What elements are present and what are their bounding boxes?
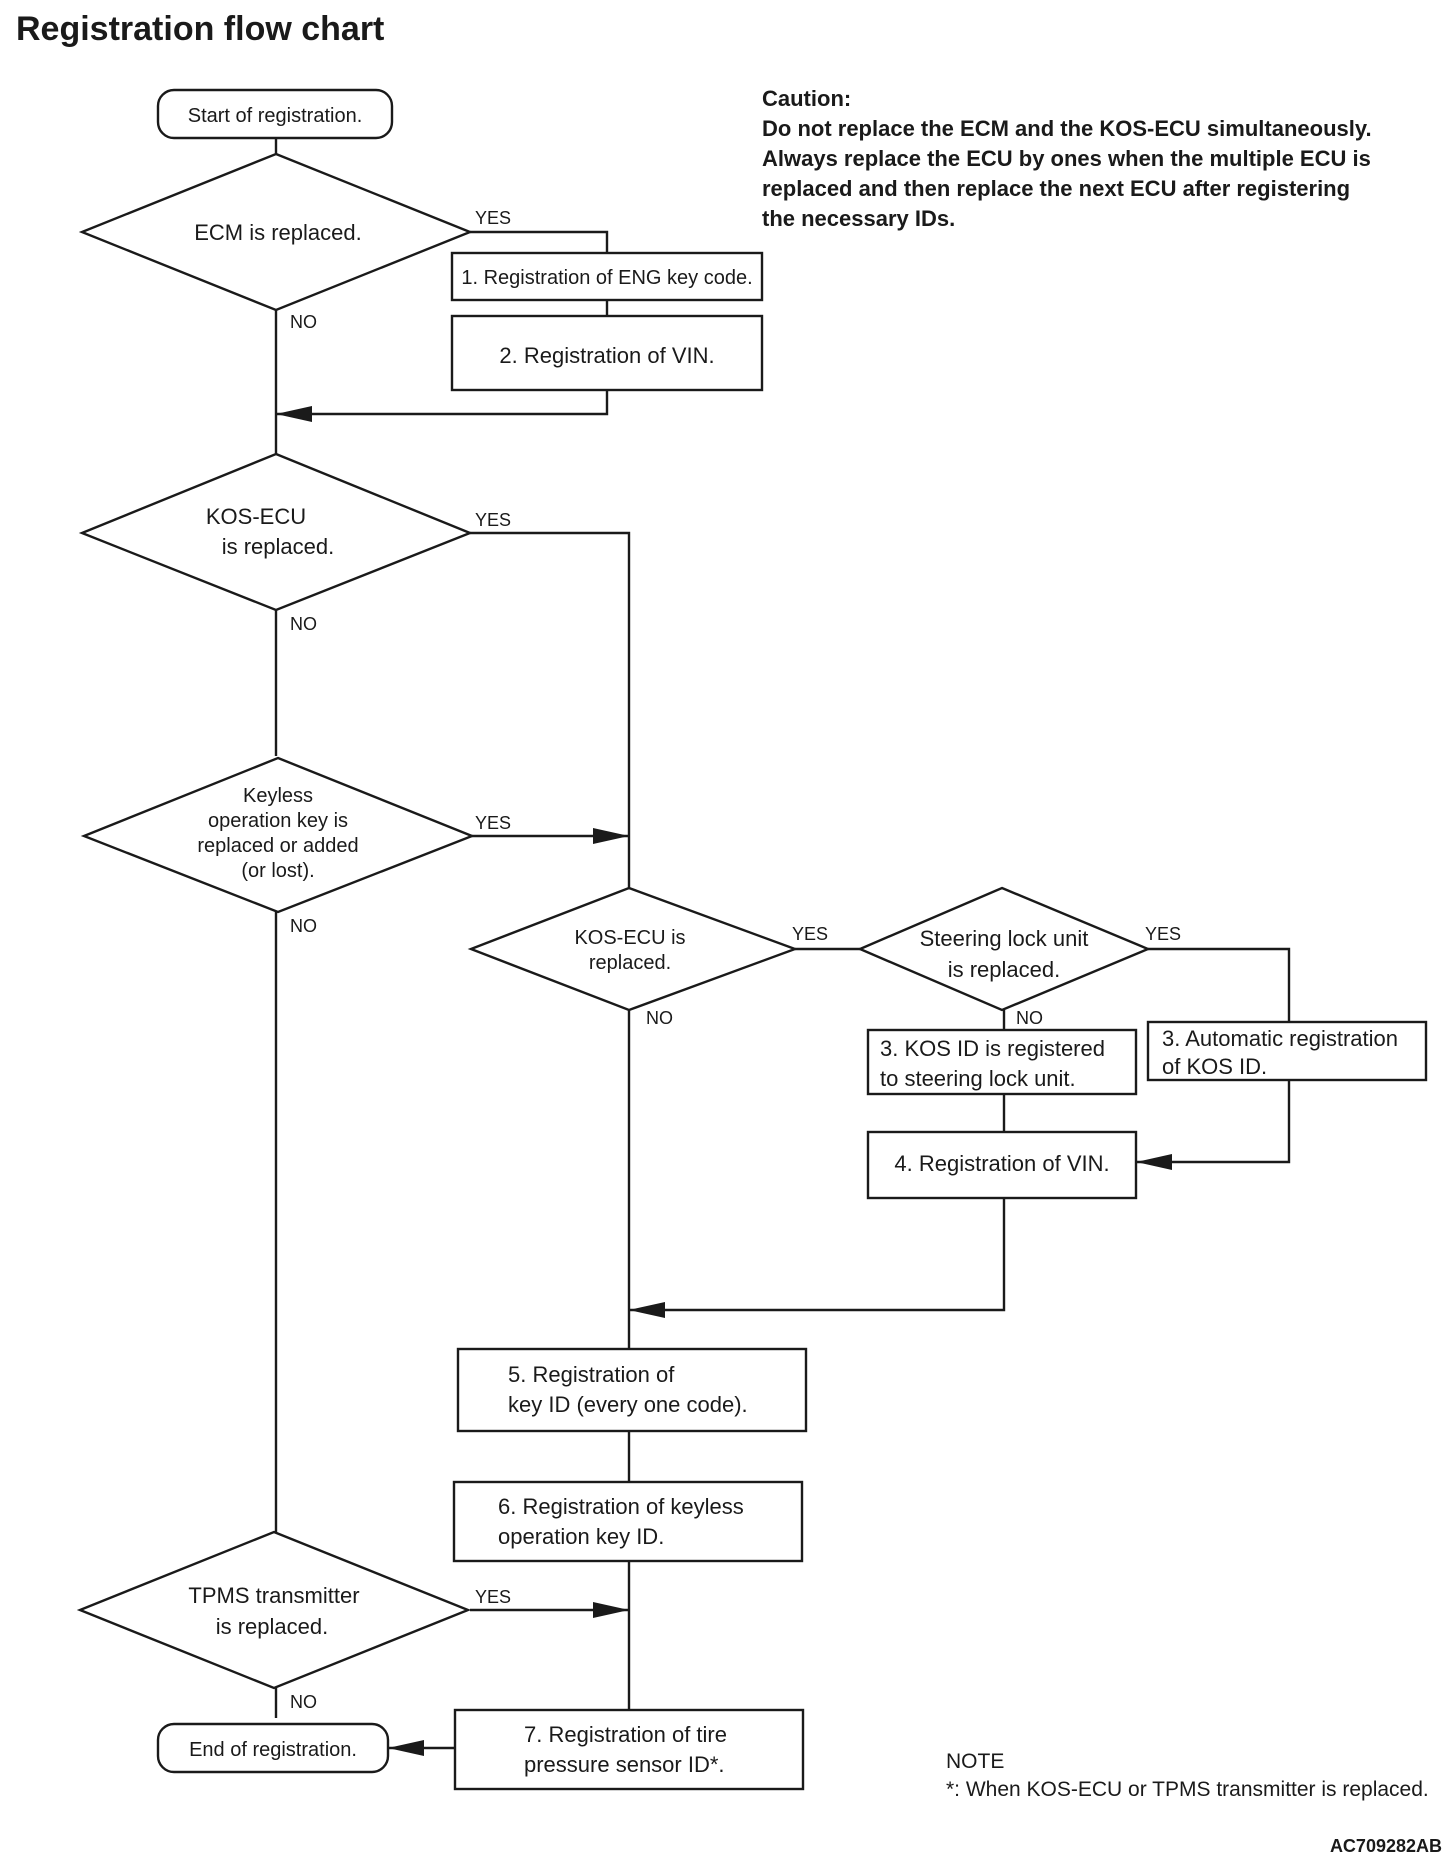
step5-box: 5. Registration of key ID (every one cod… bbox=[456, 1347, 808, 1433]
step3-kos-id-line-1: 3. KOS ID is registered bbox=[880, 1036, 1105, 1061]
tpms-no-label: NO bbox=[290, 1692, 317, 1712]
arrow-left-icon bbox=[388, 1740, 424, 1756]
kos-ecu-decision-1: KOS-ECU is replaced. bbox=[78, 452, 474, 612]
ecm-yes-label: YES bbox=[475, 208, 511, 228]
step7-box: 7. Registration of tire pressure sensor … bbox=[453, 1708, 805, 1791]
kos-ecu-1-yes-label: YES bbox=[475, 510, 511, 530]
step5-line-1: 5. Registration of bbox=[508, 1362, 675, 1387]
keyless-key-decision: Keyless operation key is replaced or add… bbox=[80, 756, 476, 914]
figure-reference: AC709282AB bbox=[1330, 1836, 1442, 1856]
arrow-left-icon bbox=[1136, 1154, 1172, 1170]
arrow-right-icon bbox=[593, 828, 629, 844]
tpms-decision: TPMS transmitter is replaced. bbox=[76, 1530, 472, 1690]
keyless-decision-line-1: Keyless bbox=[243, 785, 313, 807]
keyless-decision-line-4: (or lost). bbox=[241, 860, 314, 882]
caution-line-4: the necessary IDs. bbox=[762, 206, 955, 231]
tpms-decision-line-1: TPMS transmitter bbox=[188, 1583, 359, 1608]
tpms-yes-label: YES bbox=[475, 1587, 511, 1607]
note-heading: NOTE bbox=[946, 1750, 1004, 1773]
step4-box: 4. Registration of VIN. bbox=[866, 1130, 1138, 1200]
steering-decision-line-1: Steering lock unit bbox=[920, 926, 1089, 951]
step2-label: 2. Registration of VIN. bbox=[499, 343, 714, 368]
arrow-left-icon bbox=[629, 1302, 665, 1318]
kos-ecu-1-no-label: NO bbox=[290, 614, 317, 634]
step2-box: 2. Registration of VIN. bbox=[450, 314, 764, 392]
step7-line-1: 7. Registration of tire bbox=[524, 1722, 727, 1747]
step6-line-1: 6. Registration of keyless bbox=[498, 1494, 744, 1519]
step4-label: 4. Registration of VIN. bbox=[894, 1151, 1109, 1176]
steering-decision-line-2: is replaced. bbox=[948, 957, 1061, 982]
arrow-left-icon bbox=[276, 406, 312, 422]
step3-kos-id-box: 3. KOS ID is registered to steering lock… bbox=[866, 1028, 1138, 1096]
step3-auto-registration-box: 3. Automatic registration of KOS ID. bbox=[1146, 1020, 1428, 1082]
caution-line-1: Do not replace the ECM and the KOS-ECU s… bbox=[762, 116, 1372, 141]
kos-ecu-decision-2-line-1: KOS-ECU is bbox=[574, 927, 685, 949]
steering-lock-decision: Steering lock unit is replaced. bbox=[856, 886, 1152, 1012]
ecm-decision-label: ECM is replaced. bbox=[194, 220, 362, 245]
step3-auto-line-1: 3. Automatic registration bbox=[1162, 1026, 1398, 1051]
steering-yes-label: YES bbox=[1145, 924, 1181, 944]
caution-line-2: Always replace the ECU by ones when the … bbox=[762, 146, 1371, 171]
start-label: Start of registration. bbox=[188, 105, 363, 127]
step3-auto-line-2: of KOS ID. bbox=[1162, 1054, 1267, 1079]
step3-kos-id-line-2: to steering lock unit. bbox=[880, 1066, 1076, 1091]
note-text: *: When KOS-ECU or TPMS transmitter is r… bbox=[946, 1778, 1429, 1801]
step7-line-2: pressure sensor ID*. bbox=[524, 1752, 725, 1777]
keyless-decision-line-3: replaced or added bbox=[197, 835, 358, 857]
step6-box: 6. Registration of keyless operation key… bbox=[452, 1480, 804, 1563]
caution-line-3: replaced and then replace the next ECU a… bbox=[762, 176, 1350, 201]
keyless-decision-line-2: operation key is bbox=[208, 810, 348, 832]
ecm-no-label: NO bbox=[290, 312, 317, 332]
keyless-yes-label: YES bbox=[475, 813, 511, 833]
kos-ecu-decision-2: KOS-ECU is replaced. bbox=[467, 886, 799, 1012]
kos-ecu-decision-1-line-2: is replaced. bbox=[222, 534, 335, 559]
end-terminal: End of registration. bbox=[156, 1722, 390, 1774]
page-title: Registration flow chart bbox=[16, 10, 384, 48]
step5-line-2: key ID (every one code). bbox=[508, 1392, 748, 1417]
caution-heading: Caution: bbox=[762, 86, 851, 111]
kos-ecu-decision-2-line-2: replaced. bbox=[589, 952, 671, 974]
step6-line-2: operation key ID. bbox=[498, 1524, 664, 1549]
connectors bbox=[274, 138, 1291, 1750]
arrow-right-icon bbox=[593, 1602, 629, 1618]
start-terminal: Start of registration. bbox=[156, 88, 394, 140]
ecm-decision: ECM is replaced. bbox=[78, 152, 474, 312]
tpms-decision-line-2: is replaced. bbox=[216, 1614, 329, 1639]
steering-no-label: NO bbox=[1016, 1008, 1043, 1028]
kos-ecu-decision-1-line-1: KOS-ECU bbox=[206, 504, 306, 529]
step1-label: 1. Registration of ENG key code. bbox=[461, 267, 752, 289]
kos-ecu-2-yes-label: YES bbox=[792, 924, 828, 944]
arrowheads bbox=[276, 406, 1172, 1756]
step1-box: 1. Registration of ENG key code. bbox=[450, 251, 764, 302]
end-label: End of registration. bbox=[189, 1739, 357, 1761]
kos-ecu-2-no-label: NO bbox=[646, 1008, 673, 1028]
keyless-no-label: NO bbox=[290, 916, 317, 936]
